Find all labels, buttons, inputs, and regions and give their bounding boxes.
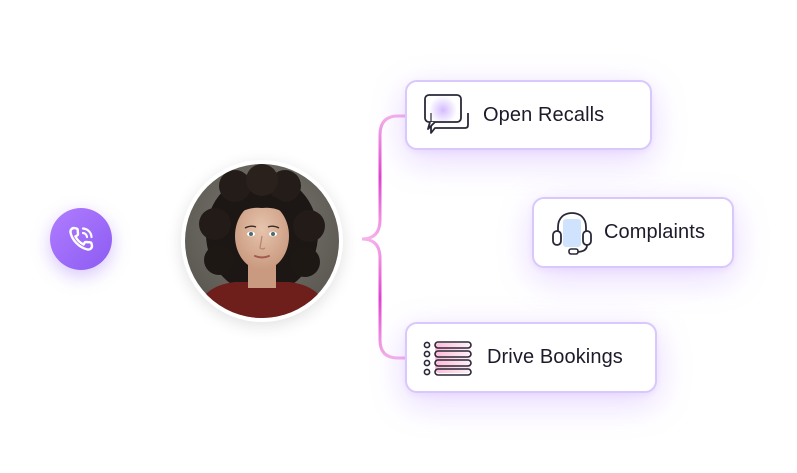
connector-branch-up	[361, 114, 406, 241]
agent-avatar	[185, 164, 339, 318]
branch-card-drive-bookings[interactable]: Drive Bookings	[405, 322, 657, 393]
branch-card-open-recalls[interactable]: Open Recalls	[405, 80, 652, 150]
chat-bubbles-icon	[421, 91, 473, 139]
branch-label: Complaints	[604, 221, 706, 243]
branch-label: Open Recalls	[483, 103, 605, 126]
agent-portrait	[185, 164, 339, 318]
branch-card-complaints[interactable]: Complaints	[532, 197, 734, 268]
headset-icon	[550, 209, 594, 257]
list-icon	[423, 339, 475, 377]
agent-avatar-frame	[181, 160, 343, 322]
phone-call-icon	[69, 226, 94, 251]
connector-branch-down	[361, 237, 406, 360]
call-button[interactable]	[50, 208, 112, 270]
branch-label: Drive Bookings	[487, 346, 623, 368]
